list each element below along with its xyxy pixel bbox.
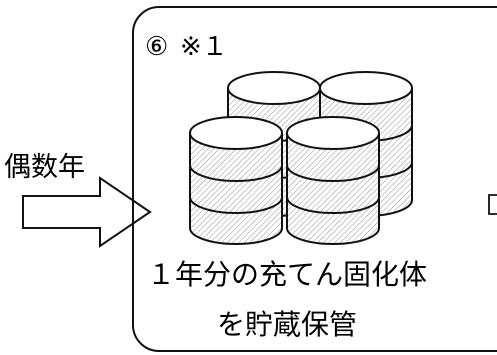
step-marker: ⑥ xyxy=(145,32,168,62)
storage-box xyxy=(132,6,497,352)
right-arrow-icon xyxy=(22,176,152,248)
caption-line-1: １年分の充てん固化体 xyxy=(147,258,427,291)
drum-front-right xyxy=(286,116,380,245)
stacked-drums-icon xyxy=(189,71,413,245)
drum-front-left xyxy=(189,116,283,245)
note-marker: ※１ xyxy=(180,32,228,62)
next-box-edge xyxy=(488,194,497,215)
left-label: 偶数年 xyxy=(4,152,85,183)
caption-line-2: を貯蔵保管 xyxy=(217,308,357,341)
